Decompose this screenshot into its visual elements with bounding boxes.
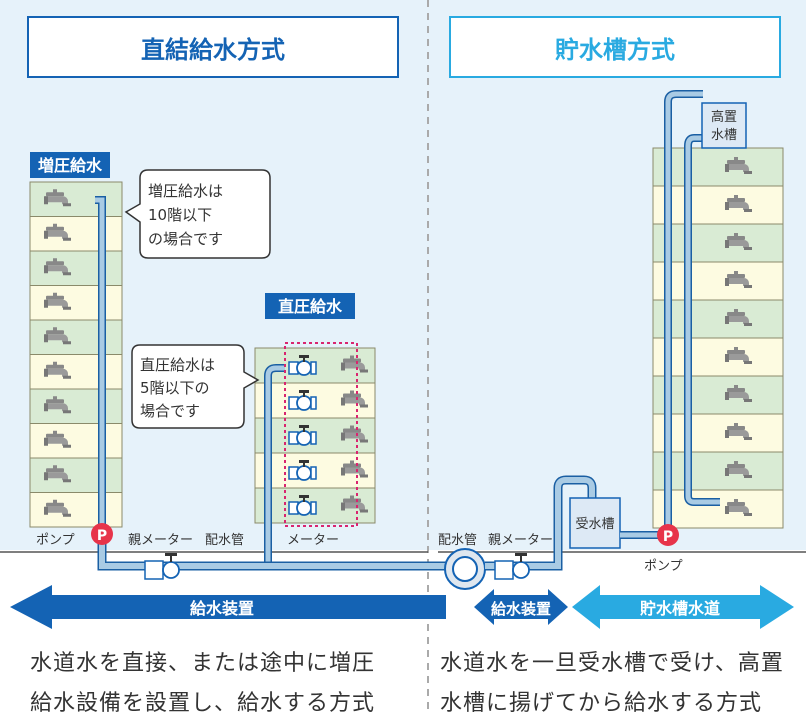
- booster-floor: [29, 319, 123, 355]
- tank-floor: [652, 299, 784, 339]
- description-right: 水道水を一旦受水槽で受け、高置 水槽に揚げてから給水する方式: [440, 644, 800, 724]
- tank-pump: [657, 524, 679, 546]
- booster-callout-line-3: の場合です: [148, 230, 223, 248]
- booster-label-box: [30, 152, 110, 178]
- tank-floor: [652, 375, 784, 415]
- main-meter-right: [494, 553, 530, 580]
- booster-label: 増圧給水: [38, 156, 103, 175]
- main-meter-label-left: 親メーター: [128, 533, 193, 548]
- tank-floor: [652, 185, 784, 225]
- left-title: 直結給水方式: [141, 36, 285, 64]
- tank-water-arrow: [572, 585, 794, 629]
- pump-label-right: ポンプ: [644, 559, 683, 574]
- downflow-pipe: [685, 135, 720, 505]
- elevated-tank: [701, 102, 747, 149]
- booster-floor: [29, 181, 123, 217]
- tank-floor: [652, 413, 784, 453]
- booster-floor: [29, 250, 123, 286]
- tank-floor: [652, 147, 784, 187]
- booster-floor: [29, 457, 123, 493]
- distribution-pipe-label-left: 配水管: [205, 533, 244, 548]
- main-meter-label-right: 親メーター: [488, 533, 553, 548]
- right-title: 貯水槽方式: [555, 36, 675, 64]
- elevated-tank-label-1: 高置: [711, 109, 737, 125]
- description-right-line-2: 水槽に揚げてから給水する方式: [440, 691, 763, 716]
- direct-callout: [131, 344, 260, 429]
- tank-floor: [652, 489, 784, 529]
- supply-arrow-left: [10, 585, 446, 629]
- tank-floor: [652, 451, 784, 491]
- direct-riser-pipe: [265, 365, 285, 566]
- tank-floor: [652, 223, 784, 263]
- description-right-line-1: 水道水を一旦受水槽で受け、高置: [440, 651, 784, 676]
- direct-building: [254, 347, 376, 524]
- tank-floor: [652, 261, 784, 301]
- tank-pump-symbol: P: [663, 529, 673, 545]
- booster-floor: [29, 216, 123, 252]
- distribution-main-inner: [452, 556, 478, 582]
- description-left-line-1: 水道水を直接、または途中に増圧: [30, 651, 376, 676]
- booster-floor: [29, 423, 123, 459]
- main-meter-left: [144, 553, 180, 580]
- supply-arrow-left-label: 給水装置: [190, 599, 254, 618]
- description-left-line-2: 給水設備を設置し、給水する方式: [30, 691, 376, 716]
- booster-pump-symbol: P: [97, 528, 107, 544]
- booster-riser-pipe: [95, 197, 105, 532]
- meter-label: メーター: [287, 533, 339, 548]
- right-title-box: [449, 16, 781, 78]
- tank-building: [652, 147, 784, 529]
- booster-floor: [29, 285, 123, 321]
- meter-highlight-box: [284, 342, 358, 527]
- pump-label-left: ポンプ: [36, 533, 75, 548]
- pump-riser-pipe: [665, 91, 703, 535]
- left-title-box: [27, 16, 399, 78]
- booster-pump: [91, 523, 113, 545]
- elevated-tank-label-2: 水槽: [711, 128, 737, 143]
- tank-water-arrow-label: 貯水槽水道: [640, 599, 720, 618]
- supply-arrow-right: [474, 589, 568, 625]
- direct-callout-line-2: 5階以下の: [140, 379, 210, 397]
- booster-building: [29, 181, 123, 528]
- booster-callout: [124, 169, 271, 259]
- booster-callout-line-1: 増圧給水は: [148, 182, 223, 200]
- direct-callout-line-1: 直圧給水は: [140, 356, 215, 374]
- description-left: 水道水を直接、または途中に増圧 給水設備を設置し、給水する方式: [30, 644, 420, 724]
- distribution-pipe-label-right: 配水管: [438, 533, 477, 548]
- receiving-tank-label: 受水槽: [575, 517, 614, 532]
- tank-floor: [652, 337, 784, 377]
- booster-floor: [29, 354, 123, 390]
- booster-floor: [29, 388, 123, 424]
- direct-label: 直圧給水: [278, 297, 343, 316]
- receiving-tank: [569, 497, 621, 549]
- booster-floor: [29, 492, 123, 528]
- direct-callout-line-3: 場合です: [140, 402, 200, 420]
- main-pipe-right: [485, 477, 595, 569]
- booster-callout-line-2: 10階以下: [148, 206, 212, 224]
- direct-label-box: [265, 293, 355, 319]
- supply-arrow-right-label: 給水装置: [491, 600, 551, 618]
